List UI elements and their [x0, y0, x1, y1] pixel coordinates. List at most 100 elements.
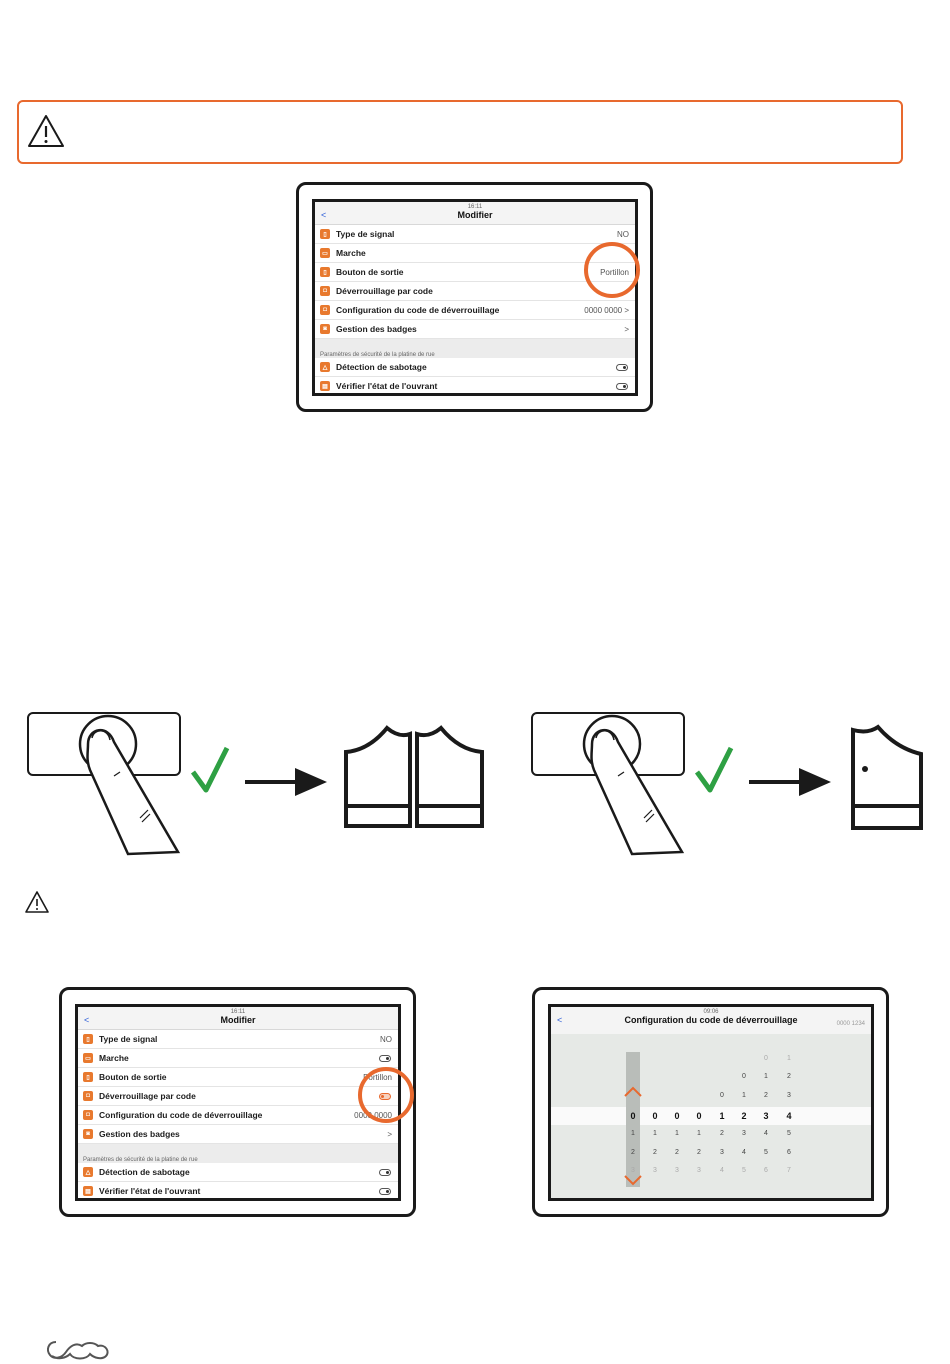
- row-code-config[interactable]: ◘Configuration du code de déverrouillage…: [78, 1106, 398, 1125]
- code-digit: 2: [675, 1149, 679, 1156]
- clock: 16:11: [467, 204, 483, 210]
- screen-header: < 09:06 Configuration du code de déverro…: [551, 1007, 871, 1035]
- lock-icon: ◘: [320, 286, 330, 296]
- code-digit: 2: [764, 1092, 768, 1099]
- row-code-unlock[interactable]: ◘Déverrouillage par code: [315, 282, 635, 301]
- arrow-right-icon: [245, 768, 327, 796]
- tamper-toggle[interactable]: [379, 1168, 391, 1176]
- code-digit: 3: [653, 1167, 657, 1174]
- active-column: [626, 1052, 640, 1187]
- code-digit: 0: [674, 1111, 680, 1121]
- code-digit: 3: [763, 1111, 769, 1121]
- code-digit: 1: [719, 1111, 725, 1121]
- door-state-toggle[interactable]: [379, 1187, 391, 1195]
- checkmark-icon: [190, 746, 230, 793]
- code-digit: 1: [764, 1073, 768, 1080]
- code-digit: 1: [675, 1130, 679, 1137]
- code-digit: 0: [742, 1073, 746, 1080]
- code-digit: 2: [631, 1149, 635, 1156]
- row-tamper[interactable]: △Détection de sabotage: [78, 1163, 398, 1182]
- gate-icon: ▭: [320, 248, 330, 258]
- code-digit: 0: [652, 1111, 658, 1121]
- code-digit: 1: [653, 1130, 657, 1137]
- code-preview: 0000 1234: [836, 1021, 865, 1027]
- clock: 16:11: [230, 1009, 246, 1015]
- code-digit: 3: [720, 1149, 724, 1156]
- code-digit: 1: [787, 1055, 791, 1062]
- selection-band: [551, 1107, 871, 1125]
- code-digit: 1: [631, 1130, 635, 1137]
- lock-icon: ◘: [320, 305, 330, 315]
- code-digit: 7: [787, 1167, 791, 1174]
- code-digit: 0: [630, 1111, 636, 1121]
- door-state-toggle[interactable]: [616, 382, 628, 390]
- code-digit: 2: [787, 1073, 791, 1080]
- code-digit: 2: [720, 1130, 724, 1137]
- row-door-state[interactable]: ▤Vérifier l'état de l'ouvrant: [315, 377, 635, 393]
- code-digit: 1: [742, 1092, 746, 1099]
- alarm-icon: △: [83, 1167, 93, 1177]
- row-door-state[interactable]: ▤Vérifier l'état de l'ouvrant: [78, 1182, 398, 1198]
- row-code-unlock[interactable]: ◘Déverrouillage par code: [78, 1087, 398, 1106]
- screen-title: Modifier: [220, 1015, 256, 1025]
- chevron-down-icon[interactable]: [623, 1174, 643, 1186]
- double-gate-icon: [344, 725, 484, 828]
- screen-title: Configuration du code de déverrouillage: [624, 1015, 798, 1025]
- code-digit: 4: [720, 1167, 724, 1174]
- signal-icon: ▯: [83, 1034, 93, 1044]
- signal-icon: ▯: [320, 229, 330, 239]
- code-digit: 3: [697, 1167, 701, 1174]
- gate-icon: ▭: [83, 1053, 93, 1063]
- row-tamper[interactable]: △Détection de sabotage: [315, 358, 635, 377]
- badge-icon: ◙: [83, 1129, 93, 1139]
- row-badges[interactable]: ◙Gestion des badges>: [78, 1125, 398, 1144]
- back-button[interactable]: <: [321, 210, 327, 220]
- code-digit: 6: [764, 1167, 768, 1174]
- warning-triangle-icon: [28, 115, 64, 147]
- code-digit: 0: [764, 1055, 768, 1062]
- device-frame-right: < 09:06 Configuration du code de déverro…: [532, 987, 889, 1217]
- brand-logo-icon: [47, 1341, 109, 1360]
- warning-triangle-icon: [25, 891, 49, 913]
- screen-right: < 09:06 Configuration du code de déverro…: [548, 1004, 874, 1201]
- code-digit: 3: [675, 1167, 679, 1174]
- code-digit: 3: [742, 1130, 746, 1137]
- row-marche[interactable]: ▭Marche: [78, 1049, 398, 1068]
- screen-header: < 16:11 Modifier: [315, 202, 635, 225]
- code-digit: 4: [786, 1111, 792, 1121]
- marche-toggle[interactable]: [379, 1054, 391, 1062]
- code-digit: 3: [631, 1167, 635, 1174]
- code-digit: 4: [742, 1149, 746, 1156]
- code-digit: 2: [741, 1111, 747, 1121]
- row-code-config[interactable]: ◘Configuration du code de déverrouillage…: [315, 301, 635, 320]
- highlight-ring: [584, 242, 640, 298]
- lock-icon: ◘: [83, 1091, 93, 1101]
- door-icon: ▤: [83, 1186, 93, 1196]
- section-title: Paramètres de sécurité de la platine de …: [315, 339, 635, 358]
- code-digit: 5: [787, 1130, 791, 1137]
- row-badges[interactable]: ◙Gestion des badges>: [315, 320, 635, 339]
- tamper-toggle[interactable]: [616, 363, 628, 371]
- chevron-up-icon[interactable]: [623, 1086, 643, 1098]
- door-icon: ▤: [320, 381, 330, 391]
- alarm-icon: △: [320, 362, 330, 372]
- code-digit: 5: [764, 1149, 768, 1156]
- finger-press-icon: [582, 714, 685, 856]
- arrow-right-icon: [749, 768, 831, 796]
- clock: 09:06: [703, 1009, 719, 1015]
- back-button[interactable]: <: [557, 1015, 563, 1025]
- back-button[interactable]: <: [84, 1015, 90, 1025]
- code-digit: 2: [653, 1149, 657, 1156]
- row-marche[interactable]: ▭Marche: [315, 244, 635, 263]
- code-digit: 2: [697, 1149, 701, 1156]
- checkmark-icon: [694, 746, 734, 793]
- code-digit: 1: [697, 1130, 701, 1137]
